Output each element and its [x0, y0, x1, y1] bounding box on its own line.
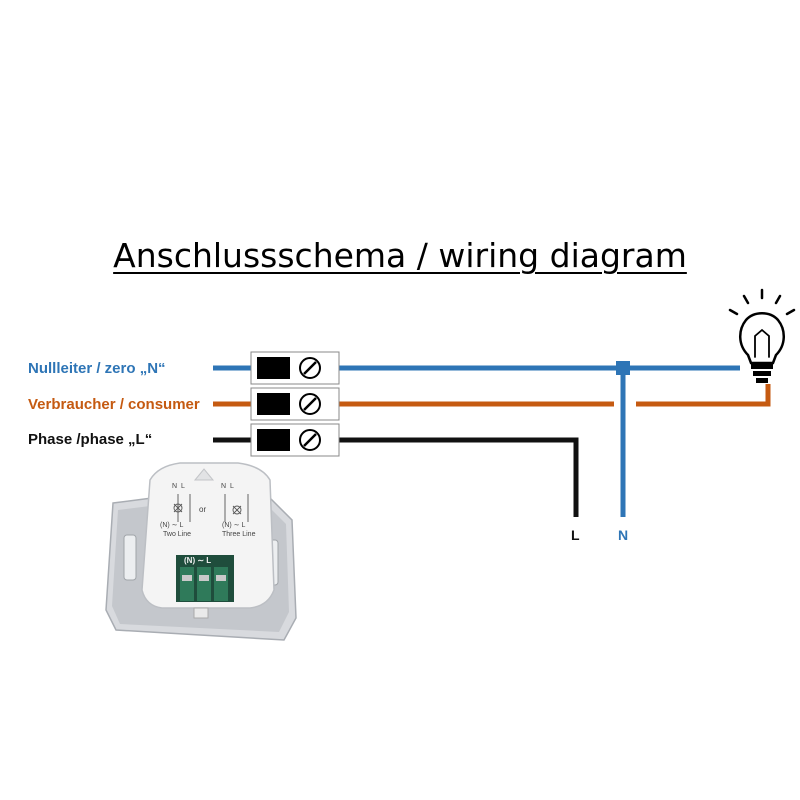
device-or-text: or — [199, 505, 207, 514]
device-left-block-top: N L — [172, 483, 185, 490]
terminal-screw-icon — [299, 429, 321, 451]
device-right-caption: Three Line — [222, 531, 256, 538]
neutral-wire-label: Nullleiter / zero „N“ — [28, 360, 166, 377]
terminal-block-consumer — [250, 387, 340, 421]
consumer-wire — [213, 384, 771, 407]
device-right-block-bottom: (N) ∼ L — [222, 522, 246, 529]
consumer-wire-label: Verbraucher / consumer — [28, 396, 200, 413]
phase-wire — [213, 437, 579, 517]
neutral-wire — [213, 361, 740, 517]
terminal-screw-icon — [299, 357, 321, 379]
terminal-block-neutral — [250, 351, 340, 385]
terminal-screw-icon — [299, 393, 321, 415]
neutral-junction — [616, 361, 630, 375]
diagram-title: Anschlussschema / wiring diagram — [113, 236, 687, 275]
neutral-end-label: N — [618, 527, 629, 543]
phase-end-label: L — [571, 527, 580, 543]
phase-wire-label: Phase /phase „L“ — [28, 431, 153, 448]
device-left-caption: Two Line — [163, 531, 192, 538]
switch-module-device — [105, 462, 297, 641]
device-terminal-label: (N) ∼ L — [184, 556, 212, 565]
device-left-block-bottom: (N) ∼ L — [160, 522, 184, 529]
device-right-block-top: N L — [221, 483, 234, 490]
terminal-block-phase — [250, 423, 340, 457]
light-bulb-icon — [728, 288, 796, 383]
